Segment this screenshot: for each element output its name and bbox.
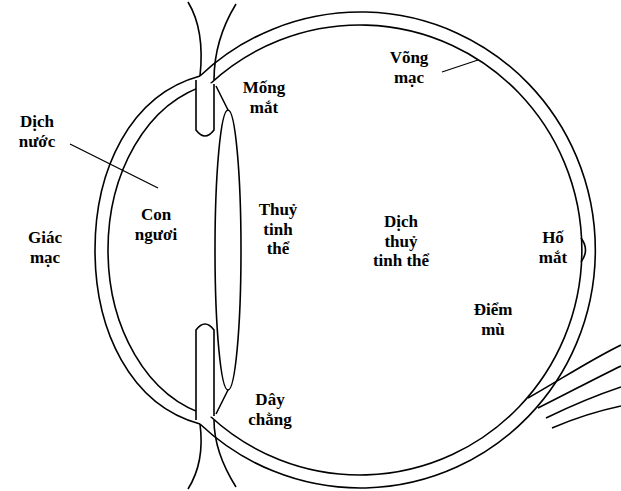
optic-nerve <box>546 387 621 418</box>
part-label: Điểm mù <box>462 300 524 339</box>
edge-line <box>188 424 201 489</box>
optic-nerve <box>552 406 621 428</box>
edge-line <box>214 420 236 487</box>
ligament-line <box>216 390 228 414</box>
part-label: Mống mắt <box>236 78 292 117</box>
retina-outline <box>210 25 582 475</box>
edge-line <box>214 4 236 80</box>
cornea-inner <box>108 84 210 416</box>
sclera-outline <box>200 12 595 488</box>
part-label: Dịch nước <box>6 112 68 151</box>
leader-line <box>442 60 478 72</box>
part-label: Thuỷ tinh thể <box>252 200 304 259</box>
edge-line <box>188 2 201 76</box>
leader-line <box>70 144 158 188</box>
optic-nerve <box>538 366 621 408</box>
part-label: Hố mắt <box>530 228 576 267</box>
part-label: Giác mạc <box>16 228 74 267</box>
fovea-pit <box>581 238 586 262</box>
cornea-outer <box>95 76 200 424</box>
iris-shape <box>196 324 214 420</box>
part-label: Võng mạc <box>380 48 438 87</box>
ligament-line <box>216 86 228 110</box>
lens-shape <box>215 110 241 390</box>
part-label: Con ngươi <box>128 205 184 244</box>
part-label: Dịch thuỷ tinh thể <box>370 212 432 271</box>
part-label: Dây chằng <box>240 390 300 429</box>
iris-shape <box>196 80 214 136</box>
